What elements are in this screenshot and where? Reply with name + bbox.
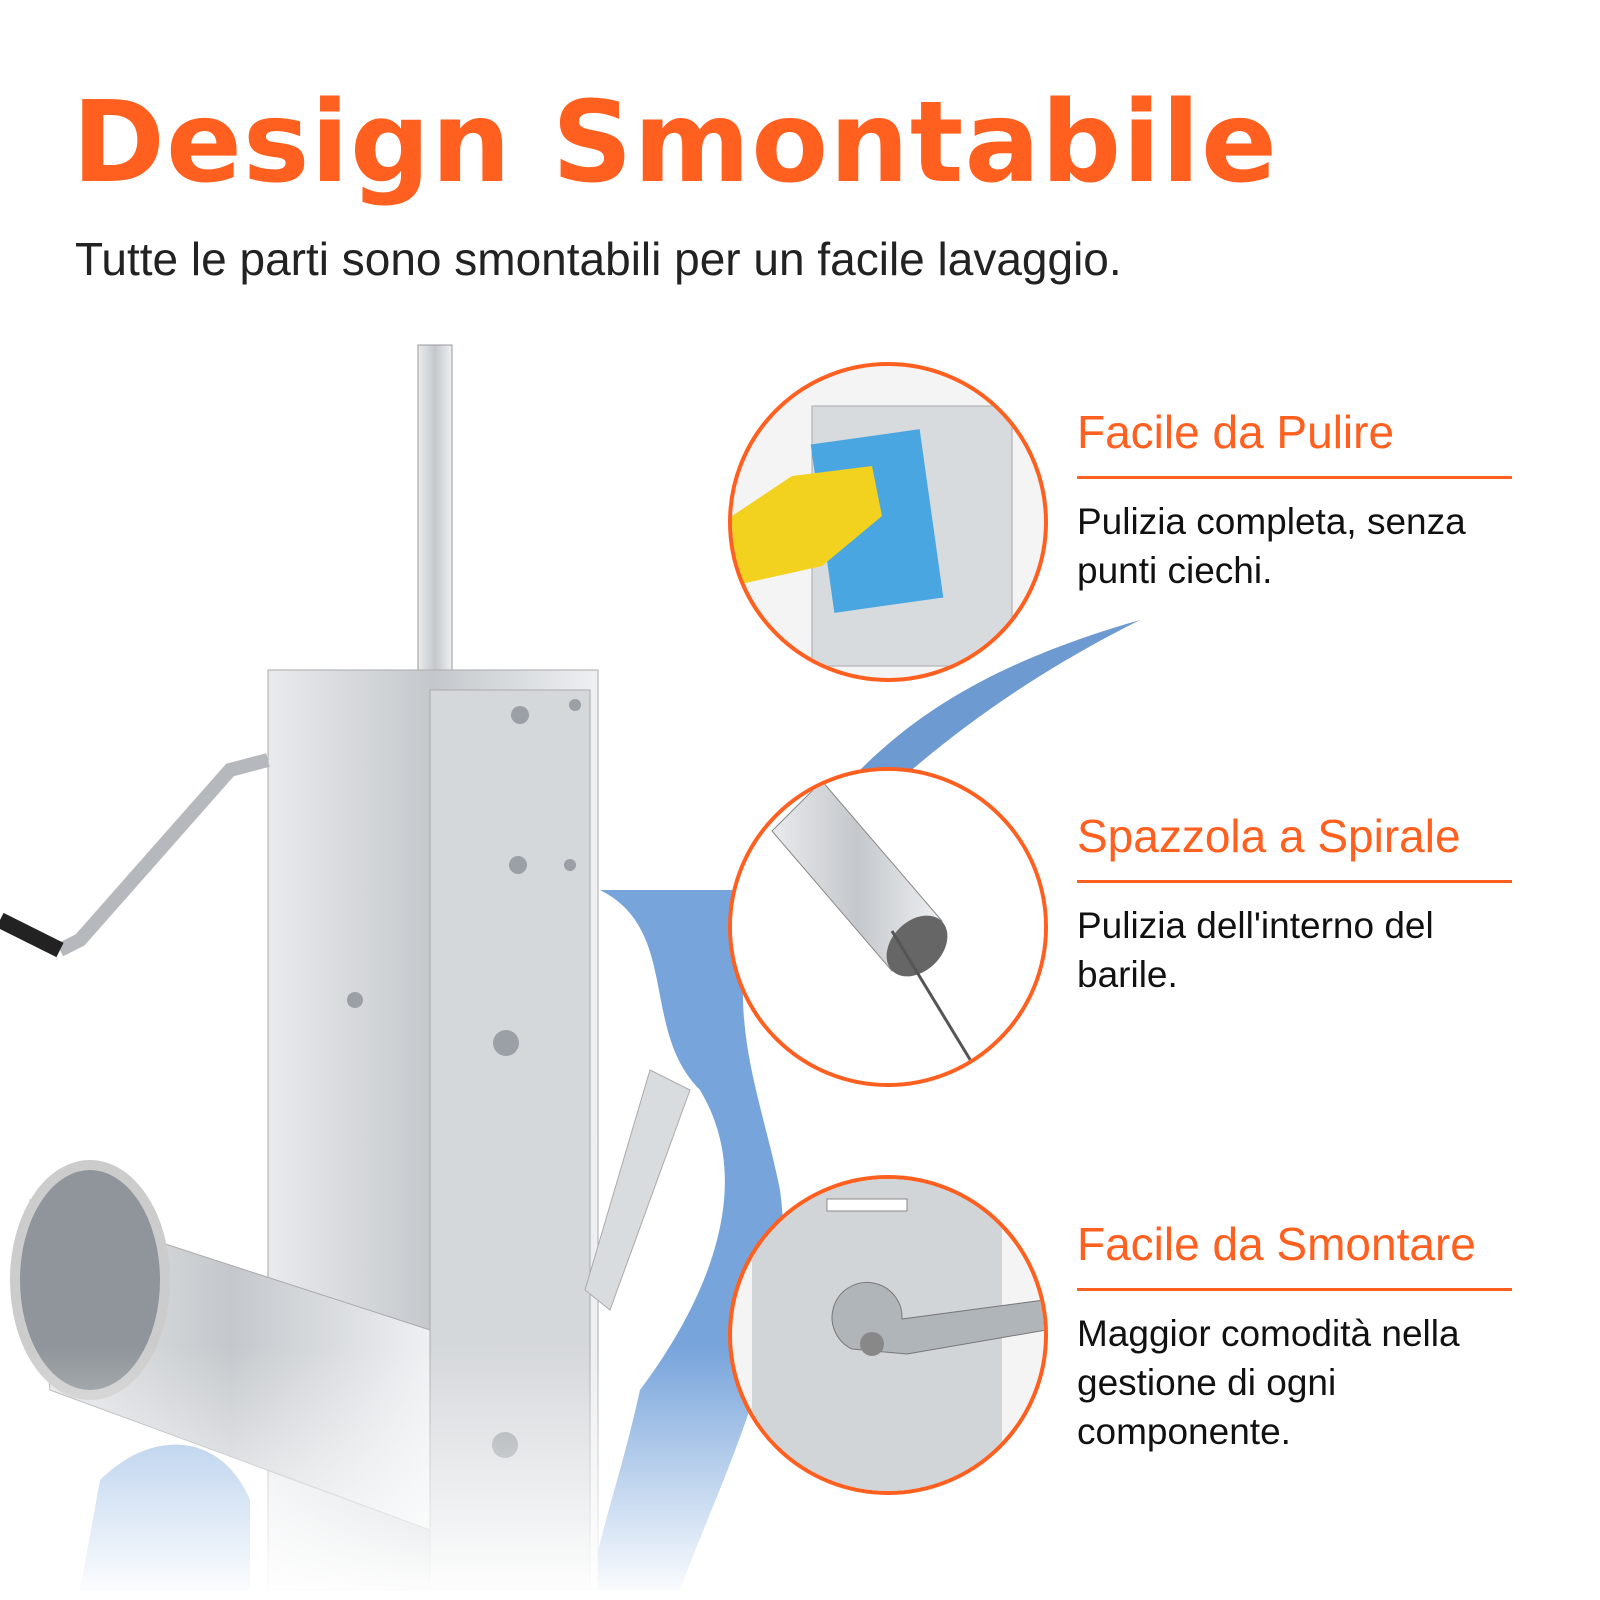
page-subtitle: Tutte le parti sono smontabili per un fa… [75,233,1122,285]
page-title: Design Smontabile [72,78,1278,208]
feature-title: Facile da Smontare [1077,1218,1476,1270]
feature-description: Pulizia completa, senza punti ciechi. [1077,501,1466,591]
spiral-brush-icon [890,930,979,1072]
feature-description: Maggior comodità nella gestione di ogni … [1077,1313,1460,1452]
feature-description: Pulizia dell'interno del barile. [1077,905,1434,995]
feature-image-cleaning [728,362,1048,682]
feature-clean: Facile da Pulire Pulizia completa, senza… [1077,400,1512,595]
feature-brush: Spazzola a Spirale Pulizia dell'interno … [1077,804,1512,999]
divider [1077,1288,1512,1291]
divider [1077,476,1512,479]
feature-image-brush [728,767,1048,1087]
feature-title: Facile da Pulire [1077,406,1395,458]
glove-icon [732,466,882,586]
feature-disassemble: Facile da Smontare Maggior comodità nell… [1077,1212,1512,1456]
feature-title: Spazzola a Spirale [1077,810,1461,862]
wrench-icon [831,1281,1044,1355]
divider [1077,880,1512,883]
feature-image-wrench [728,1175,1048,1495]
